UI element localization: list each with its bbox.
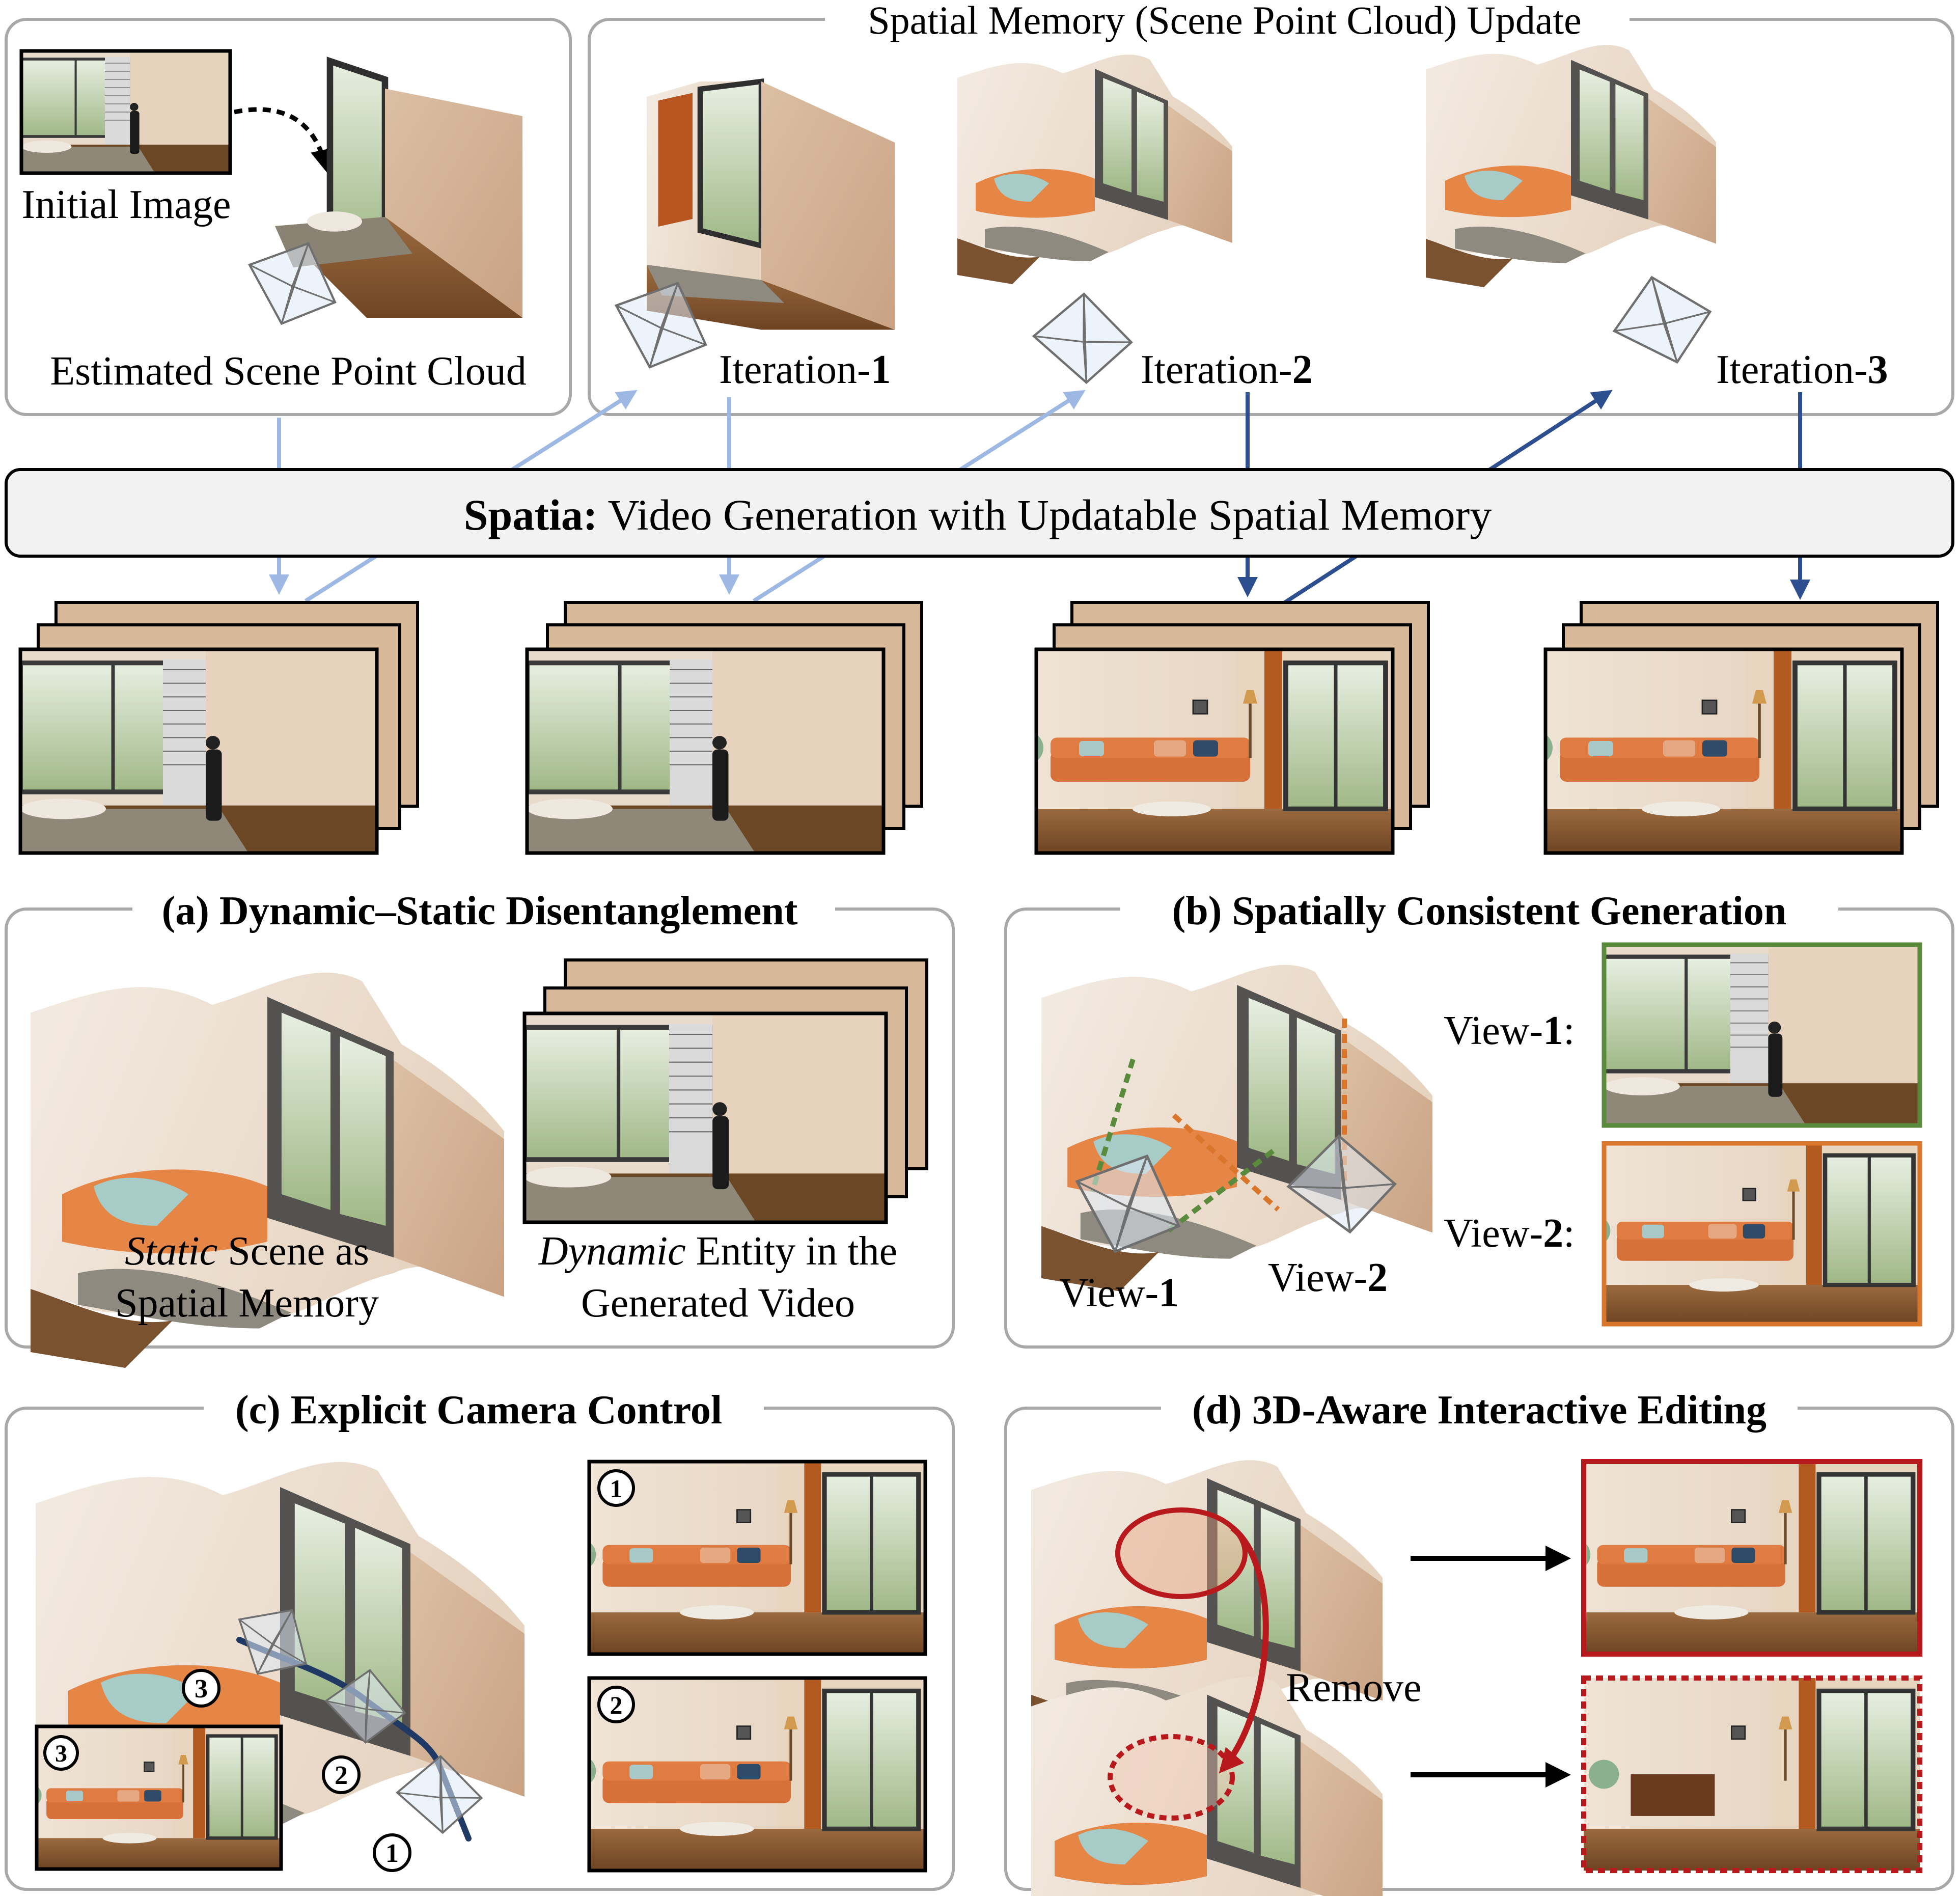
initial-to-cloud-arrow — [234, 107, 334, 173]
spatia-banner — [5, 468, 1954, 558]
panel-b-title: (b) Spatially Consistent Generation — [1172, 889, 1787, 933]
edit-region-after — [1108, 1734, 1235, 1821]
panel-d-title: (d) 3D-Aware Interactive Editing — [1192, 1388, 1766, 1433]
panel-b-cloud — [1041, 965, 1432, 1292]
iteration-1-label: Iteration-1 — [719, 347, 891, 392]
panel-c-title: (c) Explicit Camera Control — [235, 1388, 722, 1433]
iteration-2-label: Iteration-2 — [1141, 347, 1313, 392]
svg-text:3: 3 — [195, 1674, 208, 1703]
iteration-2-camera-icon — [1026, 284, 1139, 394]
estimated-point-cloud — [275, 57, 522, 318]
svg-text:2: 2 — [610, 1691, 623, 1719]
dynamic-caption-line2: Generated Video — [581, 1281, 855, 1326]
view-1-row-label: View-1: — [1444, 1008, 1575, 1053]
view-1-render — [1602, 942, 1922, 1128]
spatial-memory-title: Spatial Memory (Scene Point Cloud) Updat… — [868, 0, 1582, 42]
render-2: 2 — [587, 1676, 927, 1873]
iteration-1-cloud — [647, 78, 895, 330]
iteration-3-label: Iteration-3 — [1716, 347, 1888, 392]
panel-a-title: (a) Dynamic–Static Disentanglement — [162, 889, 798, 933]
remove-arrow — [1219, 1525, 1269, 1774]
view-2-row-label: View-2: — [1444, 1211, 1575, 1256]
video-stack-2 — [525, 601, 923, 855]
render-3: 3 — [35, 1724, 283, 1871]
iteration-3-cloud — [1426, 45, 1716, 288]
iteration-3-camera-icon — [1602, 261, 1723, 381]
svg-text:2: 2 — [335, 1761, 348, 1790]
static-caption-line2: Spatial Memory — [115, 1281, 379, 1326]
marker-1: 1 — [373, 1833, 411, 1872]
dynamic-caption-line1: Dynamic Entity in the — [538, 1229, 897, 1274]
banner-text: Spatia: Video Generation with Updatable … — [464, 490, 1492, 539]
edit-before-render — [1581, 1459, 1922, 1657]
iteration-2-cloud — [957, 54, 1232, 284]
remove-label: Remove — [1286, 1665, 1422, 1710]
point-cloud-label: Estimated Scene Point Cloud — [50, 349, 526, 394]
marker-2: 2 — [322, 1755, 361, 1794]
camera-view-1-label: View-1 — [1059, 1271, 1179, 1315]
svg-text:1: 1 — [385, 1839, 399, 1868]
panel-a-dynamic-frames — [522, 958, 928, 1224]
initial-panel-frame — [5, 18, 572, 416]
marker-3: 3 — [182, 1669, 220, 1708]
initial-image — [19, 49, 232, 175]
initial-image-label: Initial Image — [22, 182, 231, 227]
svg-text:3: 3 — [55, 1740, 67, 1767]
render-1: 1 — [587, 1460, 927, 1656]
video-stack-1 — [18, 601, 419, 855]
camera-view-2-label: View-2 — [1268, 1255, 1388, 1300]
view-2-render — [1602, 1141, 1922, 1327]
video-stack-4 — [1543, 601, 1939, 855]
video-stack-3 — [1034, 601, 1430, 855]
edit-after-render — [1581, 1675, 1922, 1873]
edit-region-before — [1115, 1507, 1248, 1599]
static-caption-line1: Static Scene as — [125, 1229, 369, 1274]
svg-text:1: 1 — [610, 1474, 623, 1503]
